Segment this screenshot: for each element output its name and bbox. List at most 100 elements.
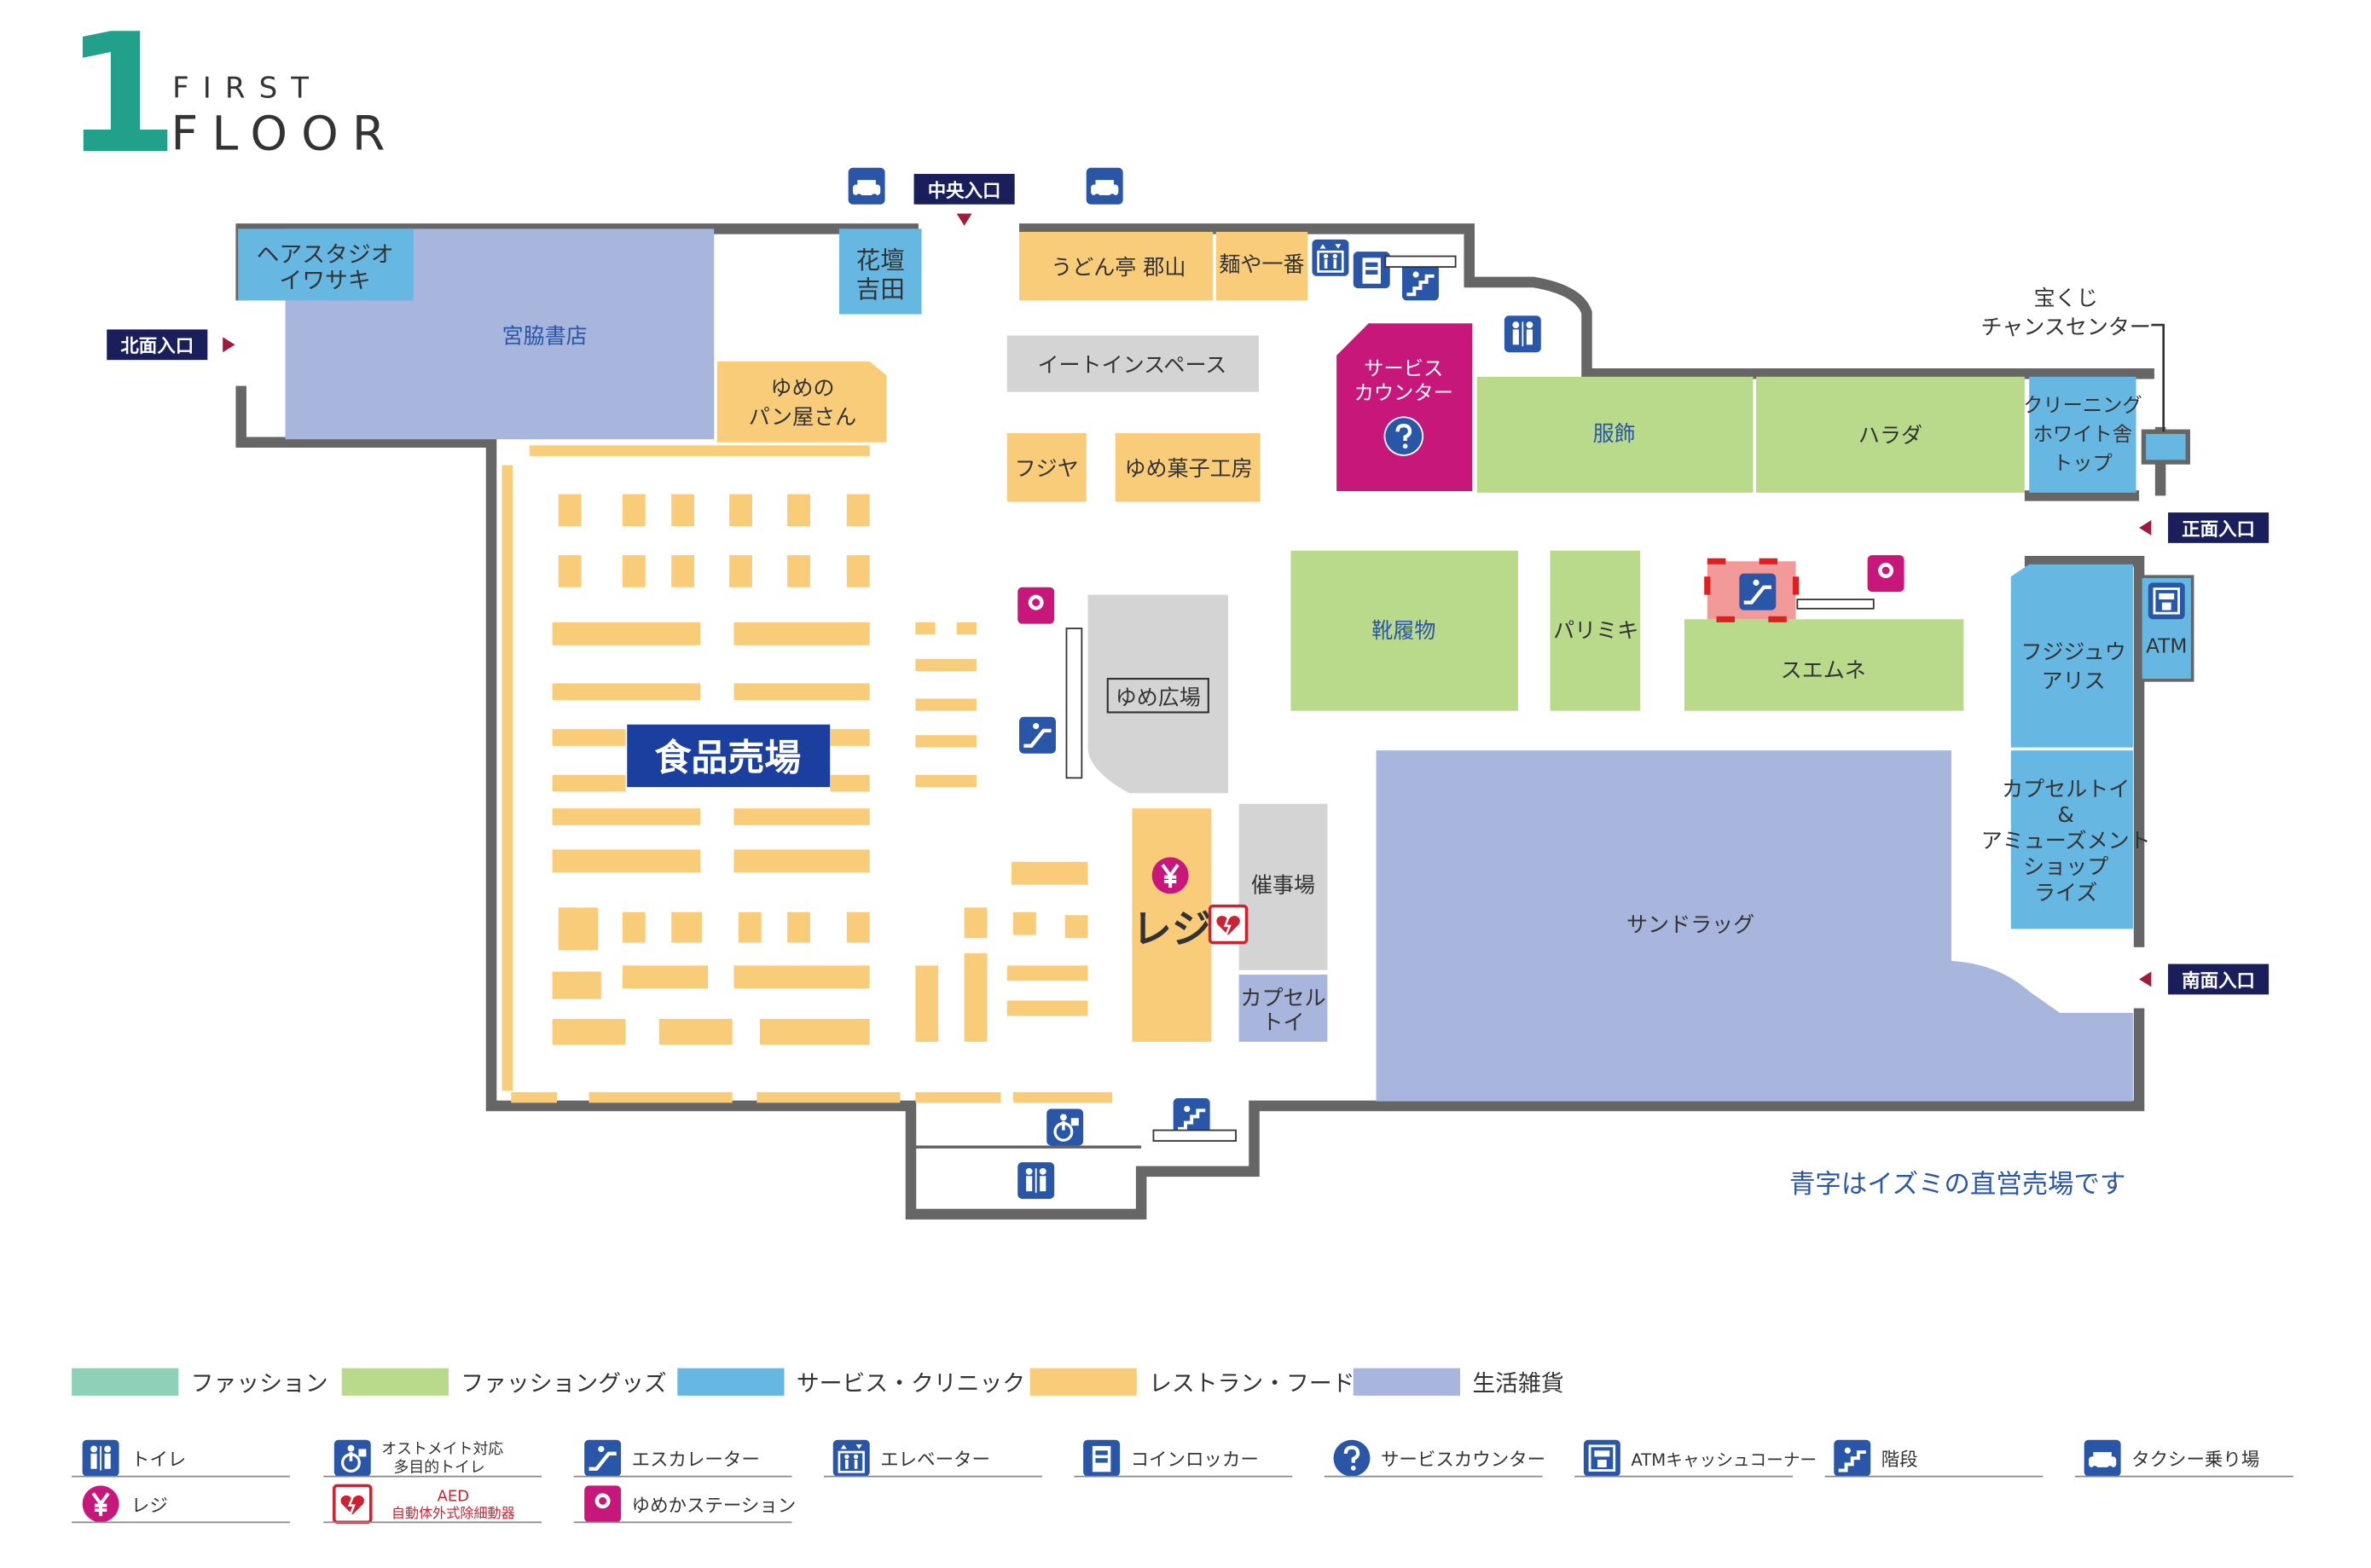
register-block[interactable] bbox=[1132, 808, 1212, 1042]
atm-icon[interactable] bbox=[2147, 581, 2187, 621]
udon-block[interactable] bbox=[1019, 231, 1214, 301]
lottery-block[interactable] bbox=[2141, 429, 2190, 465]
eat-in-block[interactable] bbox=[1006, 335, 1259, 392]
service-counter-block[interactable] bbox=[1336, 323, 1473, 492]
harada-block[interactable] bbox=[1756, 376, 2025, 493]
capsule-shop-label-1: カプセルトイ bbox=[2002, 777, 2130, 801]
floor-number: 1 bbox=[64, 0, 178, 190]
entrance-center[interactable]: 中央入口 bbox=[913, 173, 1015, 226]
legend-swatch-food bbox=[1029, 1368, 1137, 1396]
legend-label-service: サービス・クリニック bbox=[797, 1370, 1025, 1397]
lottery-leader-line bbox=[2151, 323, 2165, 432]
yumeka-station-icon[interactable] bbox=[1017, 587, 1055, 624]
legend-accessible-toilet-icon bbox=[333, 1438, 373, 1478]
floor-title-line1: FIRST bbox=[172, 71, 322, 105]
shoes-label: 靴履物 bbox=[1371, 618, 1435, 643]
entrance-north[interactable]: 北面入口 bbox=[107, 329, 235, 361]
legend-label-aed-1: AED bbox=[438, 1487, 469, 1505]
legend-categories: ファッション ファッショングッズ サービス・クリニック レストラン・フード 生活… bbox=[72, 1368, 1564, 1397]
parimiki-block[interactable] bbox=[1550, 550, 1641, 711]
locker-icon[interactable] bbox=[1353, 252, 1390, 289]
accessible-toilet-icon[interactable] bbox=[1045, 1107, 1085, 1148]
eat-in-label: イートインスペース bbox=[1037, 352, 1226, 377]
legend-swatch-household bbox=[1353, 1368, 1461, 1396]
florist-label-1: 花壇 bbox=[856, 246, 905, 275]
capsule-shop-label-2: & bbox=[2057, 802, 2074, 827]
legend-label-service-counter: サービスカウンター bbox=[1381, 1449, 1545, 1471]
yume-plaza-label-frame bbox=[1106, 677, 1209, 714]
bookstore-label: 宮脇書店 bbox=[502, 324, 588, 349]
yume-plaza-block[interactable] bbox=[1087, 594, 1229, 794]
lottery-label-1: 宝くじ bbox=[2034, 286, 2098, 310]
escalator-icon[interactable] bbox=[1019, 717, 1056, 754]
legend-label-accessible-1: オストメイト対応 bbox=[381, 1440, 503, 1458]
legend-icons: トイレ オストメイト対応 多目的トイレ エスカレーター エレベーター コインロッ… bbox=[72, 1438, 2293, 1525]
harada-label: ハラダ bbox=[1858, 423, 1922, 448]
floor-title-line2: FLOOR bbox=[171, 107, 398, 161]
event-space-block[interactable] bbox=[1238, 803, 1328, 970]
entrance-main[interactable]: 正面入口 bbox=[2139, 512, 2270, 543]
fujijuu-block[interactable] bbox=[2010, 564, 2133, 748]
hair-studio-block[interactable] bbox=[238, 229, 414, 301]
toilet-icon[interactable] bbox=[1017, 1162, 1055, 1200]
stairs-structure bbox=[1384, 255, 1457, 268]
shoes-block[interactable] bbox=[1290, 550, 1518, 711]
legend-register-icon bbox=[80, 1484, 121, 1525]
capsule-toy-label-2: トイ bbox=[1261, 1010, 1304, 1035]
hair-studio-label-2: イワサキ bbox=[279, 268, 370, 294]
stairs-icon[interactable] bbox=[1400, 262, 1441, 303]
legend-label-elevator: エレベーター bbox=[880, 1449, 990, 1471]
legend-label-stairs: 階段 bbox=[1881, 1449, 1918, 1471]
entrance-south[interactable]: 南面入口 bbox=[2139, 963, 2270, 995]
sweets-block[interactable] bbox=[1115, 433, 1261, 502]
elevator-icon[interactable] bbox=[1311, 238, 1350, 278]
florist-label-2: 吉田 bbox=[856, 275, 905, 304]
sundrug-block[interactable] bbox=[1376, 750, 2133, 1102]
legend-swatch-fashion bbox=[72, 1368, 179, 1396]
food-floor-shelves bbox=[501, 445, 1113, 1103]
legend-label-aed-2: 自動体外式除細動器 bbox=[391, 1505, 515, 1521]
noodle-block[interactable] bbox=[1215, 231, 1308, 301]
escalator-icon[interactable] bbox=[1739, 574, 1776, 610]
florist-block[interactable] bbox=[838, 229, 922, 315]
capsule-toy-block[interactable] bbox=[1238, 975, 1328, 1042]
suemune-block[interactable] bbox=[1684, 619, 1964, 711]
apparel-block[interactable] bbox=[1476, 376, 1754, 493]
parimiki-label: パリミキ bbox=[1553, 618, 1638, 643]
service-counter-label-2: カウンター bbox=[1354, 382, 1453, 405]
legend-escalator-icon bbox=[584, 1440, 621, 1477]
yumeka-station-icon[interactable] bbox=[1867, 555, 1904, 593]
legend-toilet-icon bbox=[82, 1439, 119, 1477]
svg-text:北面入口: 北面入口 bbox=[120, 336, 194, 357]
legend-yumeka-station-icon bbox=[584, 1485, 622, 1523]
food-floor-label-box bbox=[627, 724, 831, 788]
legend-label-fashion: ファッション bbox=[191, 1370, 328, 1397]
taxi-icon[interactable] bbox=[848, 167, 885, 205]
cleaning-block[interactable] bbox=[2029, 376, 2136, 493]
capsule-shop-block[interactable] bbox=[2010, 750, 2133, 929]
taxi-icon[interactable] bbox=[1086, 167, 1123, 205]
fujijuu-label-2: アリス bbox=[2042, 668, 2106, 693]
aed-icon[interactable] bbox=[1208, 904, 1249, 945]
sweets-label: ゆめ菓子工房 bbox=[1124, 456, 1252, 481]
legend-swatch-fashion-goods bbox=[341, 1368, 449, 1396]
fujijuu-label-1: フジジュウ bbox=[2020, 639, 2125, 664]
bakery-label-1: ゆめの bbox=[770, 375, 834, 400]
toilet-icon[interactable] bbox=[1504, 315, 1541, 353]
cleaning-label-3: トップ bbox=[2053, 452, 2113, 475]
legend-locker-icon bbox=[1083, 1439, 1121, 1477]
event-space-label: 催事場 bbox=[1251, 873, 1315, 898]
bakery-block[interactable] bbox=[716, 361, 887, 443]
legend-label-atm: ATMキャッシュコーナー bbox=[1631, 1450, 1817, 1470]
service-counter-icon bbox=[1384, 416, 1424, 456]
udon-label: うどん亭 郡山 bbox=[1051, 255, 1186, 280]
legend-swatch-service bbox=[677, 1368, 785, 1396]
capsule-shop-label-4: ショップ bbox=[2023, 854, 2108, 879]
legend-label-household: 生活雑貨 bbox=[1472, 1370, 1563, 1397]
apparel-label: 服飾 bbox=[1593, 421, 1636, 446]
stairs-structure bbox=[1152, 1129, 1237, 1142]
capsule-shop-label-3: アミューズメント bbox=[1981, 829, 2151, 853]
fujiya-block[interactable] bbox=[1006, 433, 1087, 502]
stairs-icon[interactable] bbox=[1171, 1096, 1212, 1137]
